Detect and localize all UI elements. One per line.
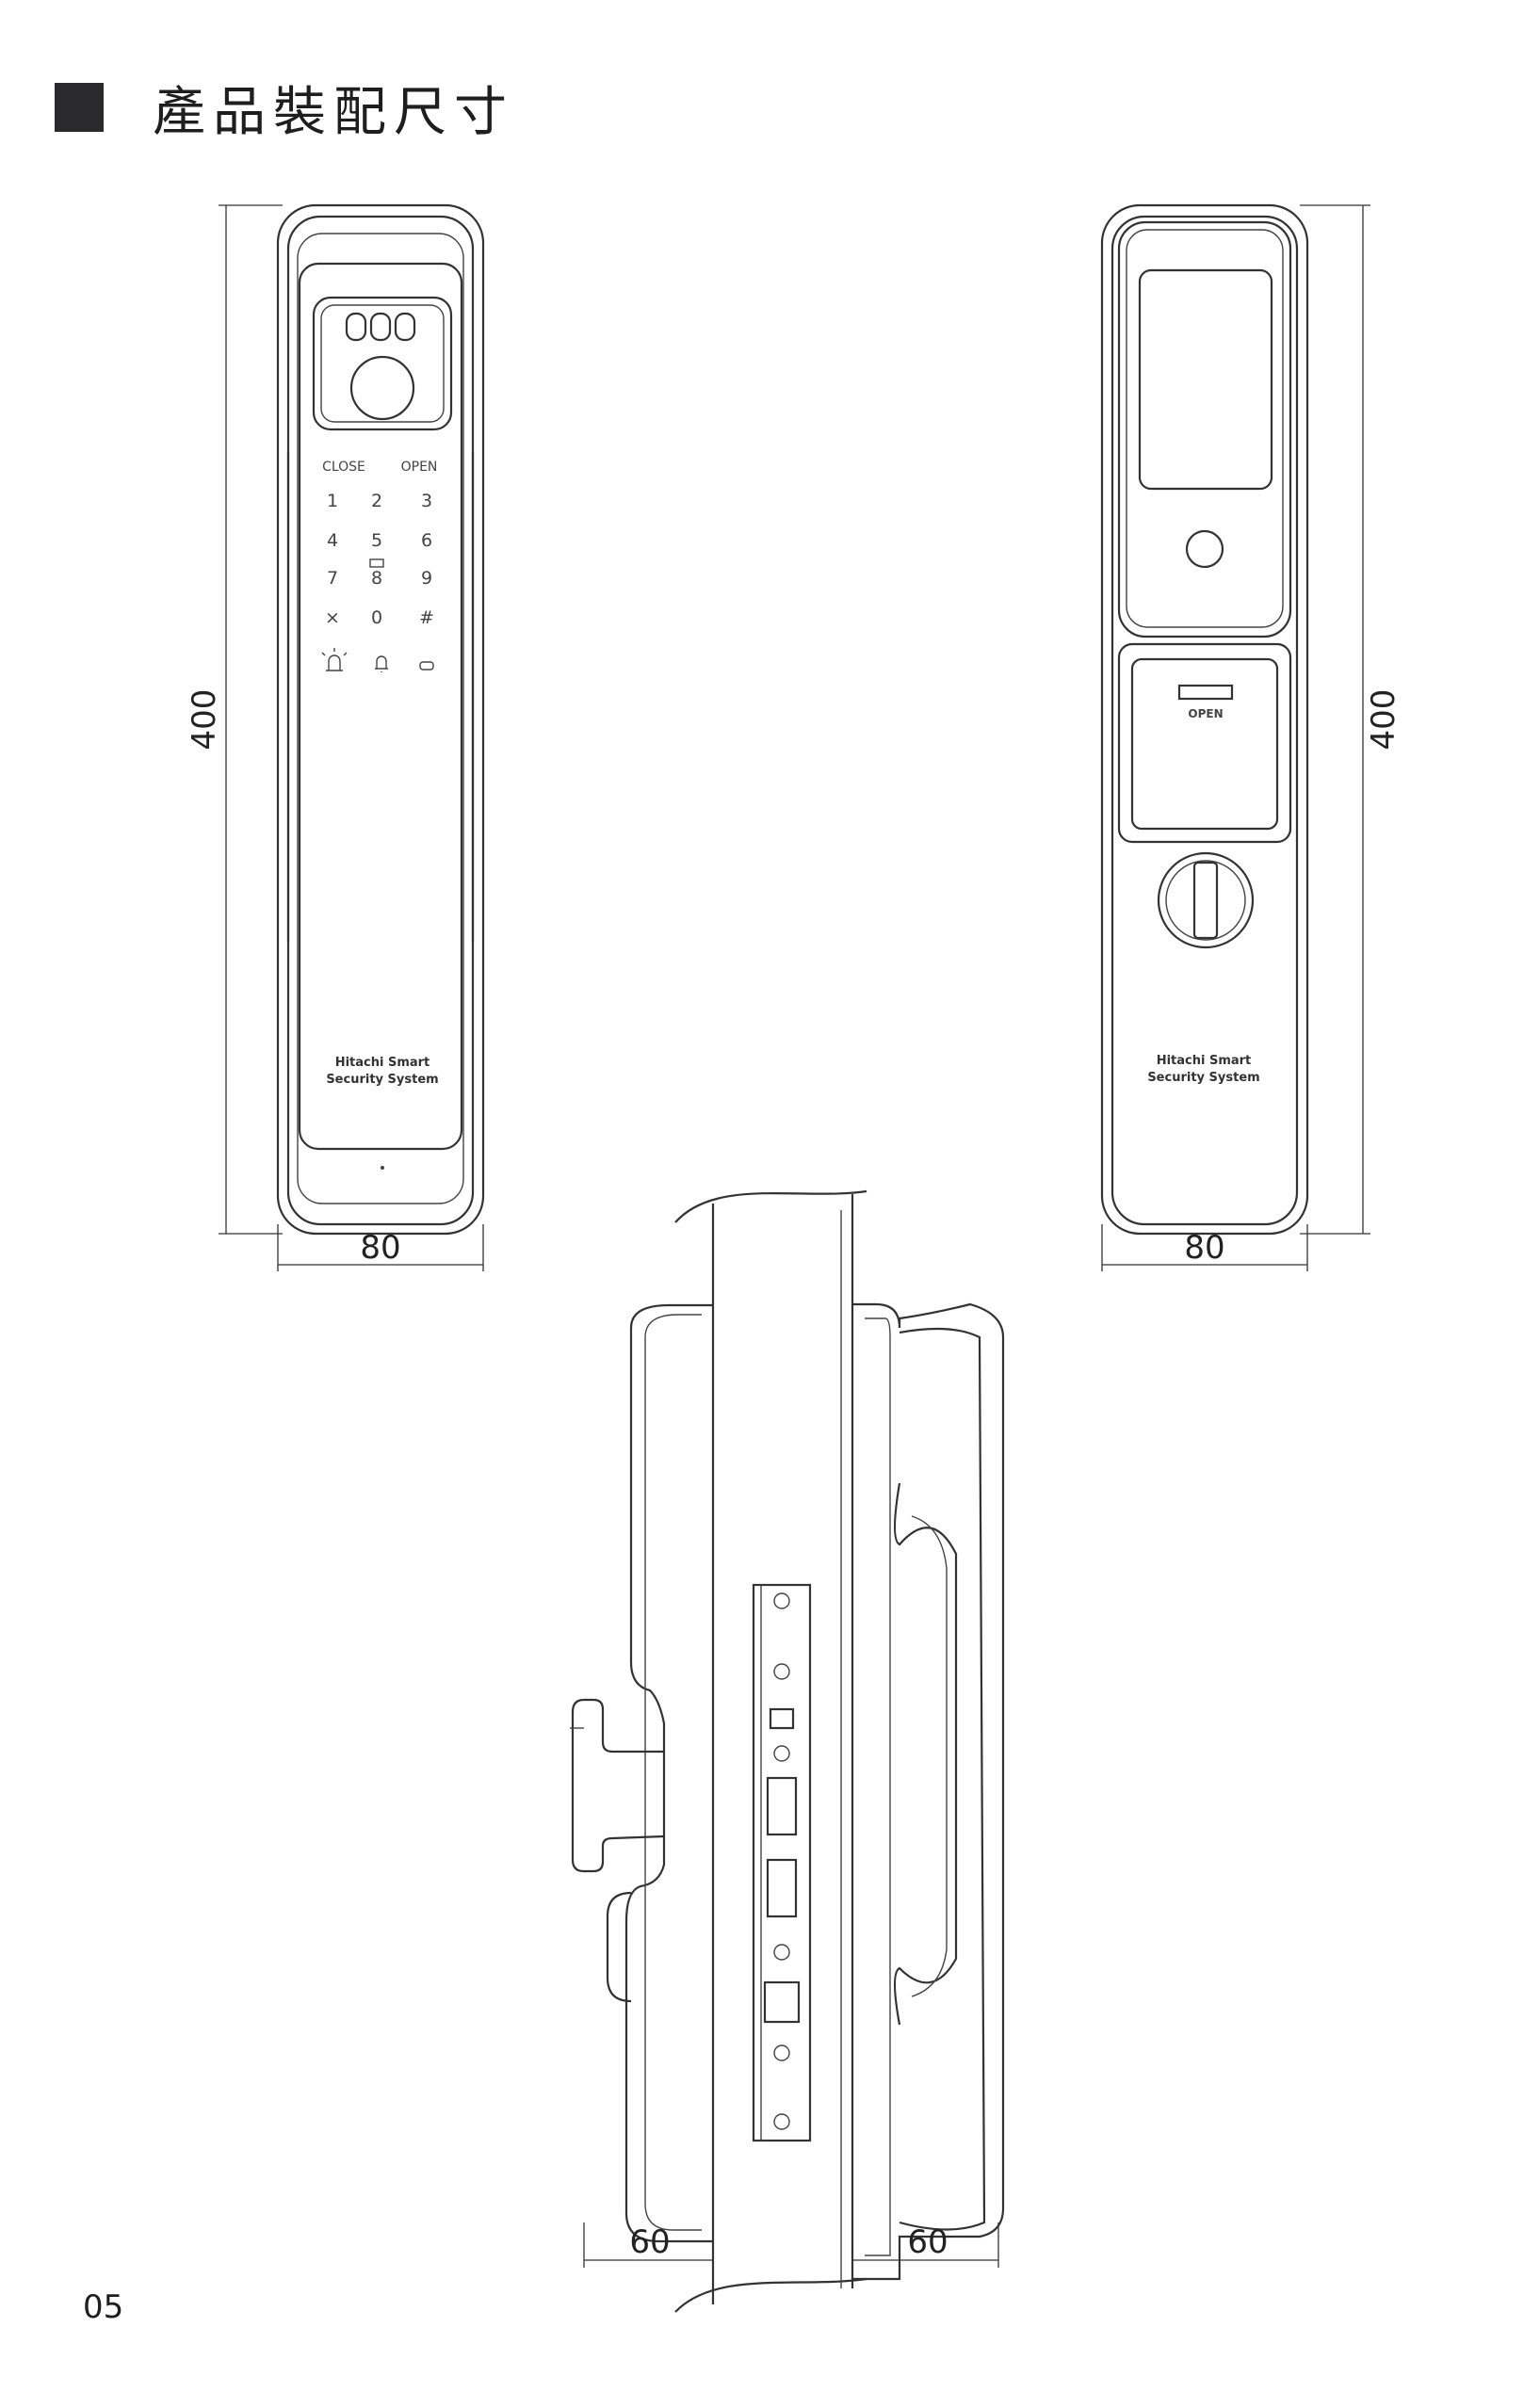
mortise-screw-5-icon [773,2044,790,2061]
thumb-turn-knob-inner [1165,860,1246,941]
outer-escutcheon [624,1303,713,2243]
inner-escutcheon-edge [865,1317,891,2256]
key-2: 2 [371,491,382,511]
back-brand-line-1: Hitachi Smart [1157,1054,1252,1068]
front-brand-line-1: Hitachi Smart [335,1056,430,1070]
key-1: 1 [327,491,338,511]
back-dim-width: 80 [1184,1229,1224,1267]
front-indicator-dot [381,1166,384,1170]
front-dim-height: 400 [186,689,223,751]
sensor-2-icon [369,312,392,342]
key-11: 0 [371,607,382,628]
page-header: 產品裝配尺寸 [55,77,514,143]
camera-module [312,296,453,431]
keypad: 1 2 3 4 5 6 7 8 9 × 0 # [325,491,434,628]
door-break-bottom [674,2277,867,2313]
page-title: 產品裝配尺寸 [153,81,514,143]
key-6: 6 [421,530,432,551]
sensor-1-icon [345,312,367,342]
inner-escutcheon [852,1302,1005,2281]
back-view: OPEN Hitachi Smart Security System 400 8… [1100,203,1402,1271]
front-panel [298,262,463,1151]
mortise-auxiliary-latch [763,1980,801,2024]
mortise-screw-2-icon [773,1663,790,1680]
outer-lower-bulge [606,1891,632,2003]
front-bezel [297,233,464,1204]
key-5: 5 [371,530,382,551]
mortise-screw-4-icon [773,1944,790,1961]
camera-module-inner [320,304,445,423]
thumb-turn-handle [1192,861,1219,940]
front-outer-body [276,203,485,1236]
back-inner-body [1110,215,1299,1226]
alarm-light-icon [321,648,348,671]
key-12: # [419,607,434,628]
outer-escutcheon-inner [644,1314,702,2231]
mortise-latch [766,1776,798,1836]
back-dim-height: 400 [1365,689,1402,751]
back-fingerprint-icon [1185,529,1224,569]
display-screen [1138,268,1273,491]
key-3: 3 [421,491,432,511]
upper-module-inner [1126,229,1284,628]
sensor-3-icon [394,312,416,342]
outer-lever-handle [571,1698,665,1873]
inner-pull-handle [893,1482,958,2026]
key-7: 7 [327,568,338,589]
front-view: CLOSE OPEN 1 2 3 4 5 6 7 8 9 × 0 # Hitachi Smart Se… [186,203,485,1271]
upper-module [1117,220,1292,638]
fingerprint-reader-icon [349,355,415,421]
thumb-turn-knob [1157,851,1255,949]
side-dim-right: 60 [907,2223,948,2261]
side-view: 60 60 [570,1189,1005,2313]
key-8: 8 [371,568,382,589]
back-open-label: OPEN [1188,707,1223,720]
mortise-faceplate [752,1583,812,2142]
header-square-icon [55,83,104,132]
bell-icon [375,655,388,672]
mortise-screw-6-icon [773,2113,790,2130]
back-brand-line-2: Security System [1147,1071,1259,1085]
mortise-deadlatch [769,1707,795,1730]
mortise-screw-3-icon [773,1745,790,1762]
front-brand-line-2: Security System [326,1073,438,1087]
side-dim-left: 60 [629,2223,670,2261]
key-4: 4 [327,530,338,551]
battery-compartment [1117,642,1292,844]
mortise-screw-1-icon [773,1592,790,1609]
key-10: × [325,607,340,628]
battery-compartment-inner [1130,657,1279,831]
back-outer-body [1100,203,1309,1236]
open-label: OPEN [401,460,438,475]
close-label: CLOSE [322,460,365,475]
door-break-top [674,1189,867,1223]
key-9: 9 [421,568,432,589]
key-5-light-icon [369,558,384,568]
inner-escutcheon-face [899,1327,986,2231]
inner-pull-handle-inner [911,1515,948,1997]
front-dim-width: 80 [360,1229,400,1267]
page-number: 05 [83,2288,124,2326]
battery-icon [419,661,434,671]
mortise-bolt [766,1858,798,1918]
open-slot [1177,684,1234,701]
